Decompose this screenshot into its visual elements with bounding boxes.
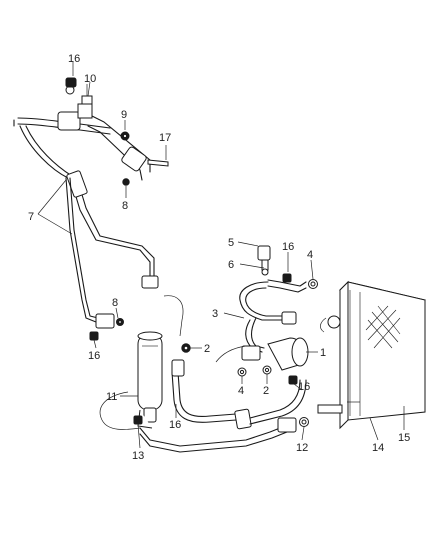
valve-fitting-top xyxy=(77,103,93,119)
callout-4-lower: 4 xyxy=(238,385,244,397)
callout-10: 10 xyxy=(84,73,96,85)
drier-canister xyxy=(137,333,163,411)
bolt-17 xyxy=(147,159,169,167)
nut-16-drier xyxy=(133,415,143,425)
callout-16-top: 16 xyxy=(68,53,80,65)
condenser-inlet-fitting xyxy=(317,404,343,414)
callout-2-left: 2 xyxy=(204,343,210,355)
condenser xyxy=(317,280,426,430)
condenser-mount-bracket xyxy=(327,315,341,329)
compressor-manifold xyxy=(237,337,309,377)
evaporator-line-assembly xyxy=(13,77,169,186)
discharge-line-assembly xyxy=(239,245,318,353)
discharge-line-fitting xyxy=(281,311,297,325)
liquid-line-top-fitting xyxy=(171,359,185,377)
receiver-drier xyxy=(133,331,163,429)
o-ring-8-upper xyxy=(122,178,130,186)
drier-outlet xyxy=(143,407,157,423)
callout-9: 9 xyxy=(121,109,127,121)
callout-8-upper: 8 xyxy=(122,200,128,212)
callout-12: 12 xyxy=(296,442,308,454)
nut-16-top-hex xyxy=(65,77,77,88)
condenser-liquid-line xyxy=(139,359,309,453)
callout-labels: 16 10 9 17 8 7 5 16 4 6 3 8 16 2 1 4 2 1… xyxy=(28,53,410,462)
condenser-core-hatch xyxy=(365,305,401,349)
compressor-fitting-left xyxy=(241,345,261,361)
quick-connect-fitting xyxy=(141,275,159,289)
o-ring-6 xyxy=(261,268,269,276)
line-support-block xyxy=(234,408,252,430)
fitting-10 xyxy=(81,95,93,105)
callout-16-liquid: 16 xyxy=(169,419,181,431)
suction-liquid-line xyxy=(19,125,159,341)
callout-16-left: 16 xyxy=(88,350,100,362)
callout-15: 15 xyxy=(398,432,410,444)
callout-8-lower: 8 xyxy=(112,297,118,309)
callout-17: 17 xyxy=(159,132,171,144)
expansion-valve-block xyxy=(57,111,81,131)
callout-13: 13 xyxy=(132,450,144,462)
callout-6: 6 xyxy=(228,259,234,271)
callout-2-right: 2 xyxy=(263,385,269,397)
callout-16-compressor: 16 xyxy=(298,381,310,393)
pressure-switch-5 xyxy=(257,245,271,261)
line-block-fitting xyxy=(121,146,147,172)
callout-5: 5 xyxy=(228,237,234,249)
callout-1: 1 xyxy=(320,347,326,359)
callout-11: 11 xyxy=(106,391,117,403)
line-clamp xyxy=(66,170,88,198)
nut-16-left xyxy=(89,331,99,341)
callout-7: 7 xyxy=(28,211,34,223)
callout-4-upper: 4 xyxy=(307,249,313,261)
callout-16-switch: 16 xyxy=(282,241,294,253)
routing-lines xyxy=(99,295,327,430)
condenser-line-block xyxy=(277,417,297,433)
nut-16-compressor xyxy=(288,375,298,385)
nut-16-right xyxy=(282,273,292,283)
leader-lines xyxy=(37,62,405,449)
callout-14: 14 xyxy=(372,442,384,454)
liquid-line-block xyxy=(95,313,115,329)
callout-3: 3 xyxy=(212,308,218,320)
